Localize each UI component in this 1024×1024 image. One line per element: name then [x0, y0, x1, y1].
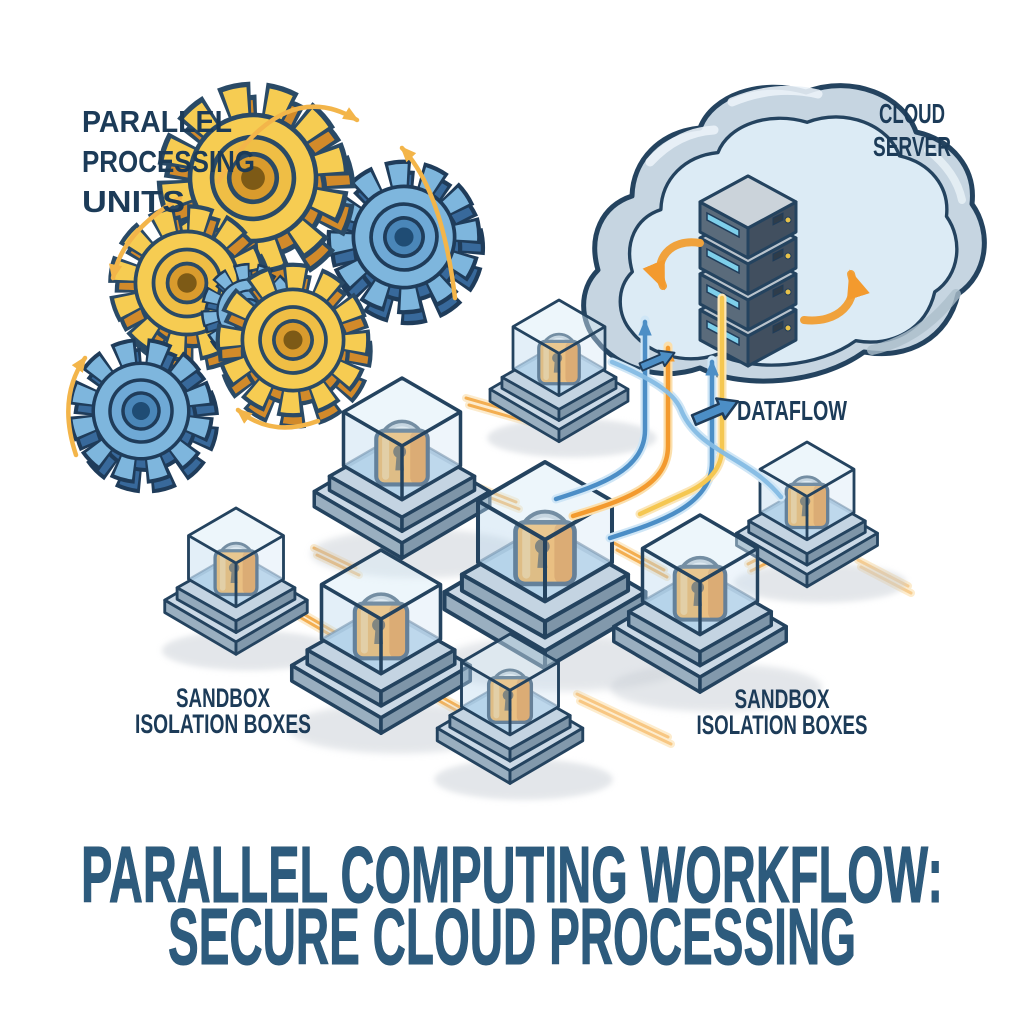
gear-rotation-arrows: [66, 104, 458, 458]
dataflow-wires: [551, 293, 786, 543]
label-cloud-server: CLOUD SERVER: [873, 98, 951, 162]
riser-orange: [570, 345, 675, 519]
cloud-server-line2: SERVER: [873, 131, 951, 162]
server-stack-top: [698, 174, 798, 230]
rotation-arrow-top: [215, 104, 360, 185]
cloud-shading: [645, 85, 966, 355]
title-line1: PARALLEL COMPUTING WORKFLOW:: [81, 830, 943, 919]
riser-blue-right: [607, 359, 719, 541]
sandbox-right-line2: ISOLATION BOXES: [697, 710, 868, 740]
sandbox-box-5: [734, 442, 907, 603]
sandbox-left-line1: SANDBOX: [176, 683, 270, 713]
riser-blue-left: [553, 319, 652, 502]
sync-arrow-right: [800, 269, 870, 325]
cloud-server-group: [581, 83, 987, 384]
main-title: PARALLEL COMPUTING WORKFLOW: SECURE CLOU…: [81, 830, 944, 982]
gear-blue-bottom-left: [77, 348, 209, 483]
label-sandbox-left: SANDBOX ISOLATION BOXES: [135, 683, 311, 739]
sandbox-right-line1: SANDBOX: [735, 684, 830, 714]
server-sync-arrows: [642, 238, 870, 325]
sandbox-left-line2: ISOLATION BOXES: [135, 709, 311, 739]
labels: PARALLEL PROCESSING UNITS CLOUD SERVER D…: [81, 98, 952, 982]
cloud-server-line1: CLOUD: [879, 98, 945, 129]
rotation-arrow-bottom-left: [66, 355, 88, 458]
server-feed-wire: [637, 295, 725, 517]
wire-blue-to-box5: [609, 359, 784, 500]
label-dataflow: DATAFLOW: [737, 395, 847, 426]
ppu-line3: UNITS: [82, 184, 185, 219]
label-sandbox-right: SANDBOX ISOLATION BOXES: [697, 684, 868, 740]
sync-arrow-left: [642, 238, 704, 291]
server-stack: [698, 174, 798, 368]
label-parallel-processing-units: PARALLEL PROCESSING UNITS: [82, 104, 255, 219]
connector-b8-right: [575, 692, 673, 746]
ppu-line1: PARALLEL: [82, 104, 232, 139]
parallel-processing-gears: [68, 92, 485, 484]
ppu-line2: PROCESSING: [82, 144, 255, 179]
rotation-arrow-bottom: [235, 407, 321, 430]
rotation-arrow-right: [399, 145, 458, 301]
title-line2: SECURE CLOUD PROCESSING: [168, 892, 856, 981]
rotation-arrow-left: [108, 195, 183, 281]
